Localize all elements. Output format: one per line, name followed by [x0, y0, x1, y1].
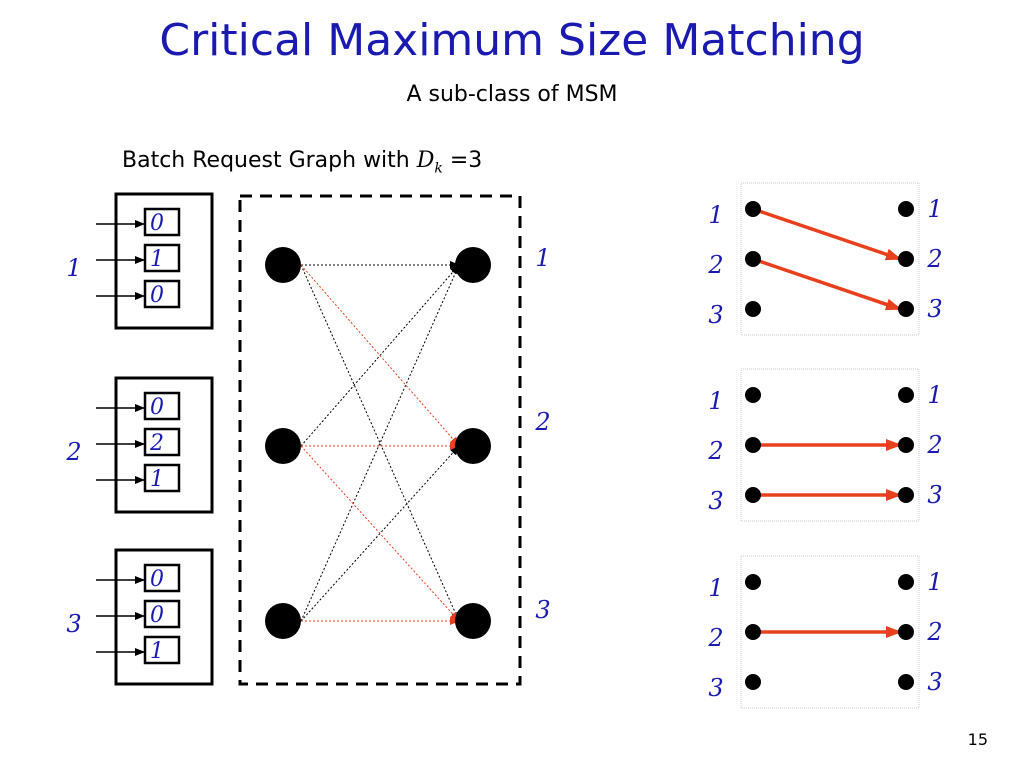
voq-count: 0 — [150, 211, 164, 236]
match-input-node — [745, 201, 761, 217]
match-edge-2-3 — [752, 257, 902, 311]
voq-count: 1 — [150, 639, 164, 664]
input-node-3 — [265, 603, 301, 639]
match-output-node — [898, 574, 914, 590]
input-ports: 0 1 0 1 0 2 1 2 0 0 1 3 — [65, 192, 214, 686]
page-number: 15 — [967, 730, 988, 749]
input-port-label: 1 — [66, 254, 81, 282]
match-input-label: 2 — [707, 437, 723, 465]
match-output-node — [898, 387, 914, 403]
request-graph-edges — [300, 261, 460, 625]
voq-box — [143, 207, 181, 237]
voq-count: 2 — [149, 431, 164, 456]
matching-frame — [740, 182, 920, 336]
port-box — [114, 192, 214, 330]
match-input-label: 3 — [708, 674, 723, 702]
voq-count: 0 — [150, 395, 164, 420]
match-output-node — [898, 301, 914, 317]
match-output-node — [898, 624, 914, 640]
request-edge-red-1-2 — [300, 264, 460, 447]
match-input-label: 3 — [708, 487, 723, 515]
voq-box — [143, 427, 181, 457]
match-input-label: 1 — [708, 387, 723, 415]
match-output-node — [898, 437, 914, 453]
matching-panel-1: 1 1 2 2 3 3 — [707, 182, 943, 336]
voq-count: 1 — [150, 467, 164, 492]
slide-title: Critical Maximum Size Matching — [159, 15, 865, 66]
matching-panel-3: 1 1 2 2 3 3 — [707, 555, 943, 709]
port-box — [114, 376, 214, 514]
match-output-label: 2 — [926, 431, 942, 459]
voq-box — [143, 635, 181, 665]
voq-count: 0 — [150, 603, 164, 628]
match-output-label: 3 — [927, 668, 942, 696]
input-node-2 — [265, 428, 301, 464]
match-output-label: 3 — [927, 481, 942, 509]
graph-label: Batch Request Graph with Dk =3 — [122, 146, 482, 183]
voq-box — [143, 279, 181, 309]
match-output-label: 1 — [927, 195, 942, 223]
output-port-label: 2 — [534, 408, 550, 436]
voq-box — [143, 243, 181, 273]
port-box — [114, 548, 214, 686]
voq-box — [143, 463, 181, 493]
match-input-node — [745, 437, 761, 453]
input-port-label: 3 — [66, 610, 81, 638]
request-graph-nodes — [265, 247, 491, 639]
request-edge-red-2-3 — [300, 445, 460, 622]
graph-label-suffix: =3 — [442, 148, 483, 173]
voq-box — [143, 563, 181, 593]
voq-box — [143, 599, 181, 629]
request-edge-3-1 — [300, 264, 460, 622]
output-node-1 — [455, 247, 491, 283]
request-graph-frame — [238, 194, 522, 686]
match-input-label: 2 — [707, 624, 723, 652]
match-output-label: 3 — [927, 295, 942, 323]
match-input-node — [745, 574, 761, 590]
output-port-label: 3 — [535, 596, 550, 624]
match-input-node — [745, 487, 761, 503]
graph-label-variable: Dk — [416, 148, 443, 177]
match-input-node — [745, 624, 761, 640]
match-input-label: 1 — [708, 201, 723, 229]
slide-subtitle: A sub-class of MSM — [406, 82, 618, 107]
matchings: 1 1 2 2 3 3 1 1 2 2 3 3 1 1 2 2 3 3 — [707, 182, 943, 709]
output-port-label: 1 — [535, 244, 550, 272]
request-edge-1-3 — [300, 264, 460, 622]
input-port-1: 0 1 0 1 — [66, 192, 214, 330]
matching-frame — [740, 555, 920, 709]
match-output-node — [898, 251, 914, 267]
graph-label-prefix: Batch Request Graph with — [122, 148, 410, 173]
match-input-node — [745, 301, 761, 317]
input-port-3: 0 0 1 3 — [66, 548, 214, 686]
matching-panel-2: 1 1 2 2 3 3 — [707, 368, 943, 522]
match-input-node — [745, 674, 761, 690]
output-labels: 1 2 3 — [534, 244, 550, 624]
match-output-label: 1 — [927, 568, 942, 596]
match-output-node — [898, 674, 914, 690]
voq-count: 0 — [150, 283, 164, 308]
matching-frame — [740, 368, 920, 522]
match-input-label: 1 — [708, 574, 723, 602]
input-port-2: 0 2 1 2 — [65, 376, 214, 514]
voq-box — [143, 391, 181, 421]
voq-count: 0 — [150, 567, 164, 592]
match-input-node — [745, 387, 761, 403]
match-output-node — [898, 201, 914, 217]
output-node-2 — [455, 428, 491, 464]
input-node-1 — [265, 247, 301, 283]
match-output-label: 1 — [927, 381, 942, 409]
match-edge-1-2 — [752, 207, 902, 261]
match-input-node — [745, 251, 761, 267]
match-input-label: 2 — [707, 251, 723, 279]
input-port-label: 2 — [65, 438, 81, 466]
match-input-label: 3 — [708, 301, 723, 329]
match-output-node — [898, 487, 914, 503]
voq-count: 1 — [150, 247, 164, 272]
output-node-3 — [455, 603, 491, 639]
match-output-label: 2 — [926, 245, 942, 273]
match-output-label: 2 — [926, 618, 942, 646]
